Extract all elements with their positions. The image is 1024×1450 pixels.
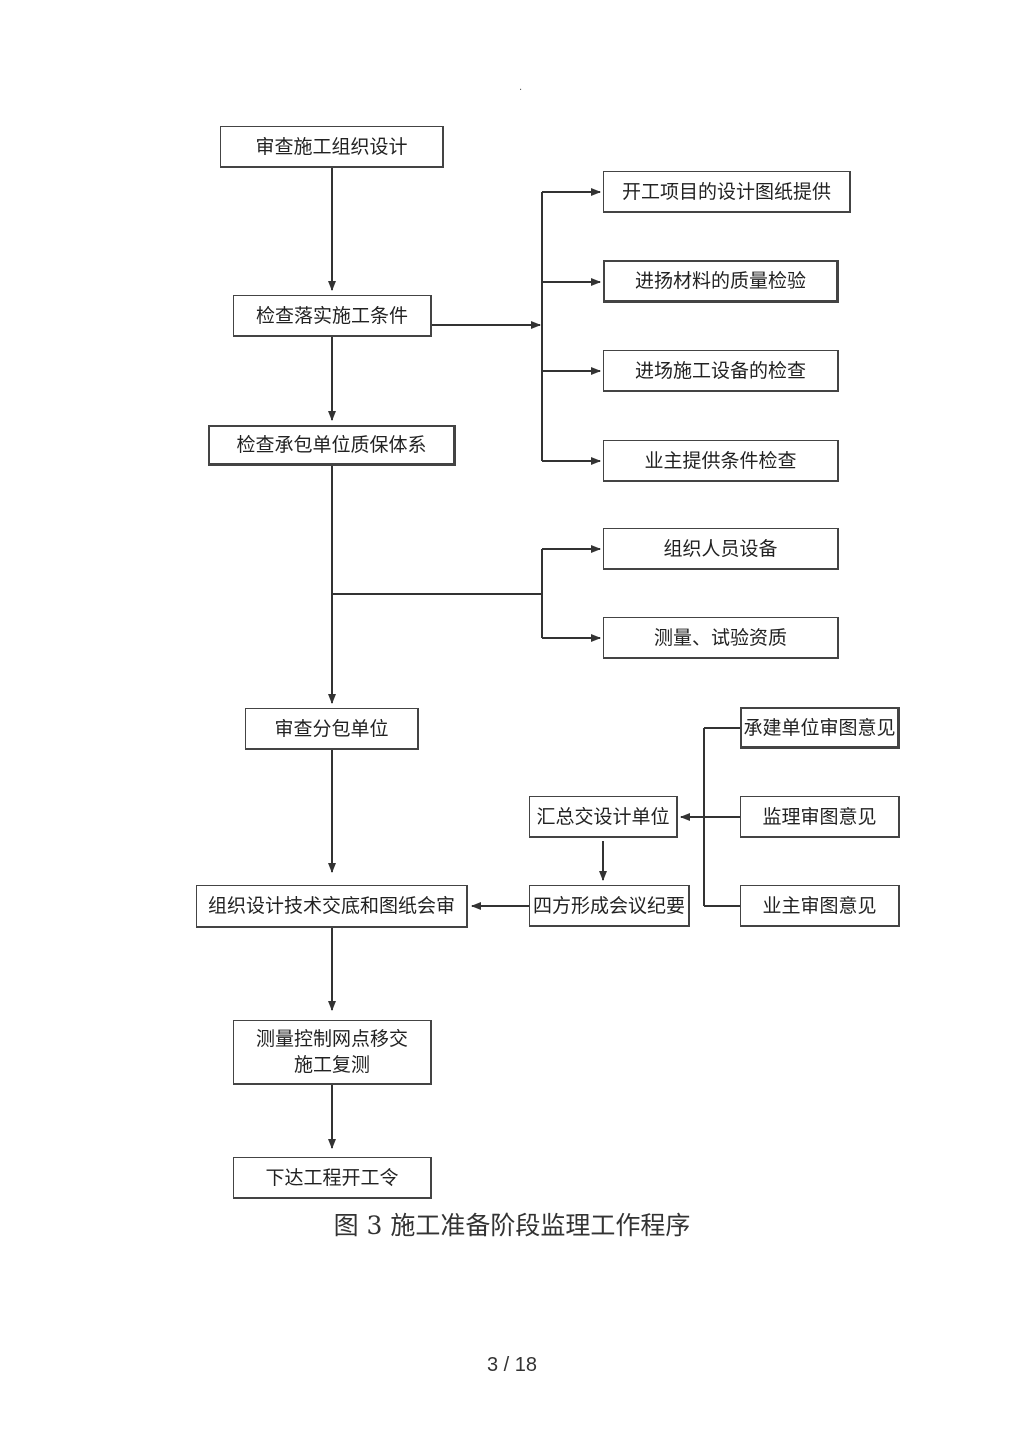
personnel-box: 组织人员设备	[603, 528, 839, 570]
check-conditions-box: 检查落实施工条件	[233, 295, 432, 337]
start-order-box: 下达工程开工令	[233, 1157, 432, 1199]
drawings-label: 开工项目的设计图纸提供	[621, 180, 831, 203]
minutes-box: 四方形成会议纪要	[529, 885, 690, 927]
tech-disclosure-box: 组织设计技术交底和图纸会审	[196, 885, 468, 928]
drawings-box: 开工项目的设计图纸提供	[603, 171, 851, 213]
page-number: 3 / 18	[486, 1354, 538, 1376]
minutes-label: 四方形成会议纪要	[532, 894, 685, 917]
owner-conditions-label: 业主提供条件检查	[644, 449, 797, 472]
review-design-label: 审查施工组织设计	[255, 135, 408, 158]
contractor-opinion-box: 承建单位审图意见	[740, 707, 900, 749]
personnel-label: 组织人员设备	[663, 537, 778, 560]
contractor-opinion-label: 承建单位审图意见	[743, 716, 896, 739]
survey-handover-box: 测量控制网点移交 施工复测	[233, 1020, 432, 1085]
qualification-box: 测量、试验资质	[603, 617, 839, 659]
supervisor-opinion-label: 监理审图意见	[762, 805, 877, 828]
check-quality-system-box: 检查承包单位质保体系	[208, 425, 456, 466]
figure-caption: 图 3 施工准备阶段监理工作程序	[333, 1211, 691, 1240]
owner-opinion-box: 业主审图意见	[740, 885, 900, 927]
tech-disclosure-label: 组织设计技术交底和图纸会审	[207, 895, 455, 917]
header-dot: .	[519, 82, 523, 93]
materials-box: 进扬材料的质量检验	[603, 260, 839, 303]
review-subcontractor-box: 审查分包单位	[245, 708, 419, 750]
check-quality-system-label: 检查承包单位质保体系	[236, 434, 427, 456]
qualification-label: 测量、试验资质	[653, 626, 787, 649]
review-design-box: 审查施工组织设计	[220, 126, 444, 168]
survey-handover-line2: 施工复测	[293, 1054, 370, 1076]
equipment-box: 进场施工设备的检查	[603, 350, 839, 392]
summary-box: 汇总交设计单位	[529, 796, 678, 838]
materials-label: 进扬材料的质量检验	[634, 270, 806, 292]
owner-opinion-label: 业主审图意见	[762, 894, 877, 917]
equipment-label: 进场施工设备的检查	[634, 359, 806, 382]
start-order-label: 下达工程开工令	[265, 1166, 399, 1189]
summary-label: 汇总交设计单位	[536, 805, 670, 828]
check-conditions-label: 检查落实施工条件	[255, 304, 408, 327]
review-subcontractor-label: 审查分包单位	[274, 717, 389, 740]
survey-handover-line1: 测量控制网点移交	[255, 1028, 408, 1050]
supervisor-opinion-box: 监理审图意见	[740, 796, 900, 838]
owner-conditions-box: 业主提供条件检查	[603, 440, 839, 482]
